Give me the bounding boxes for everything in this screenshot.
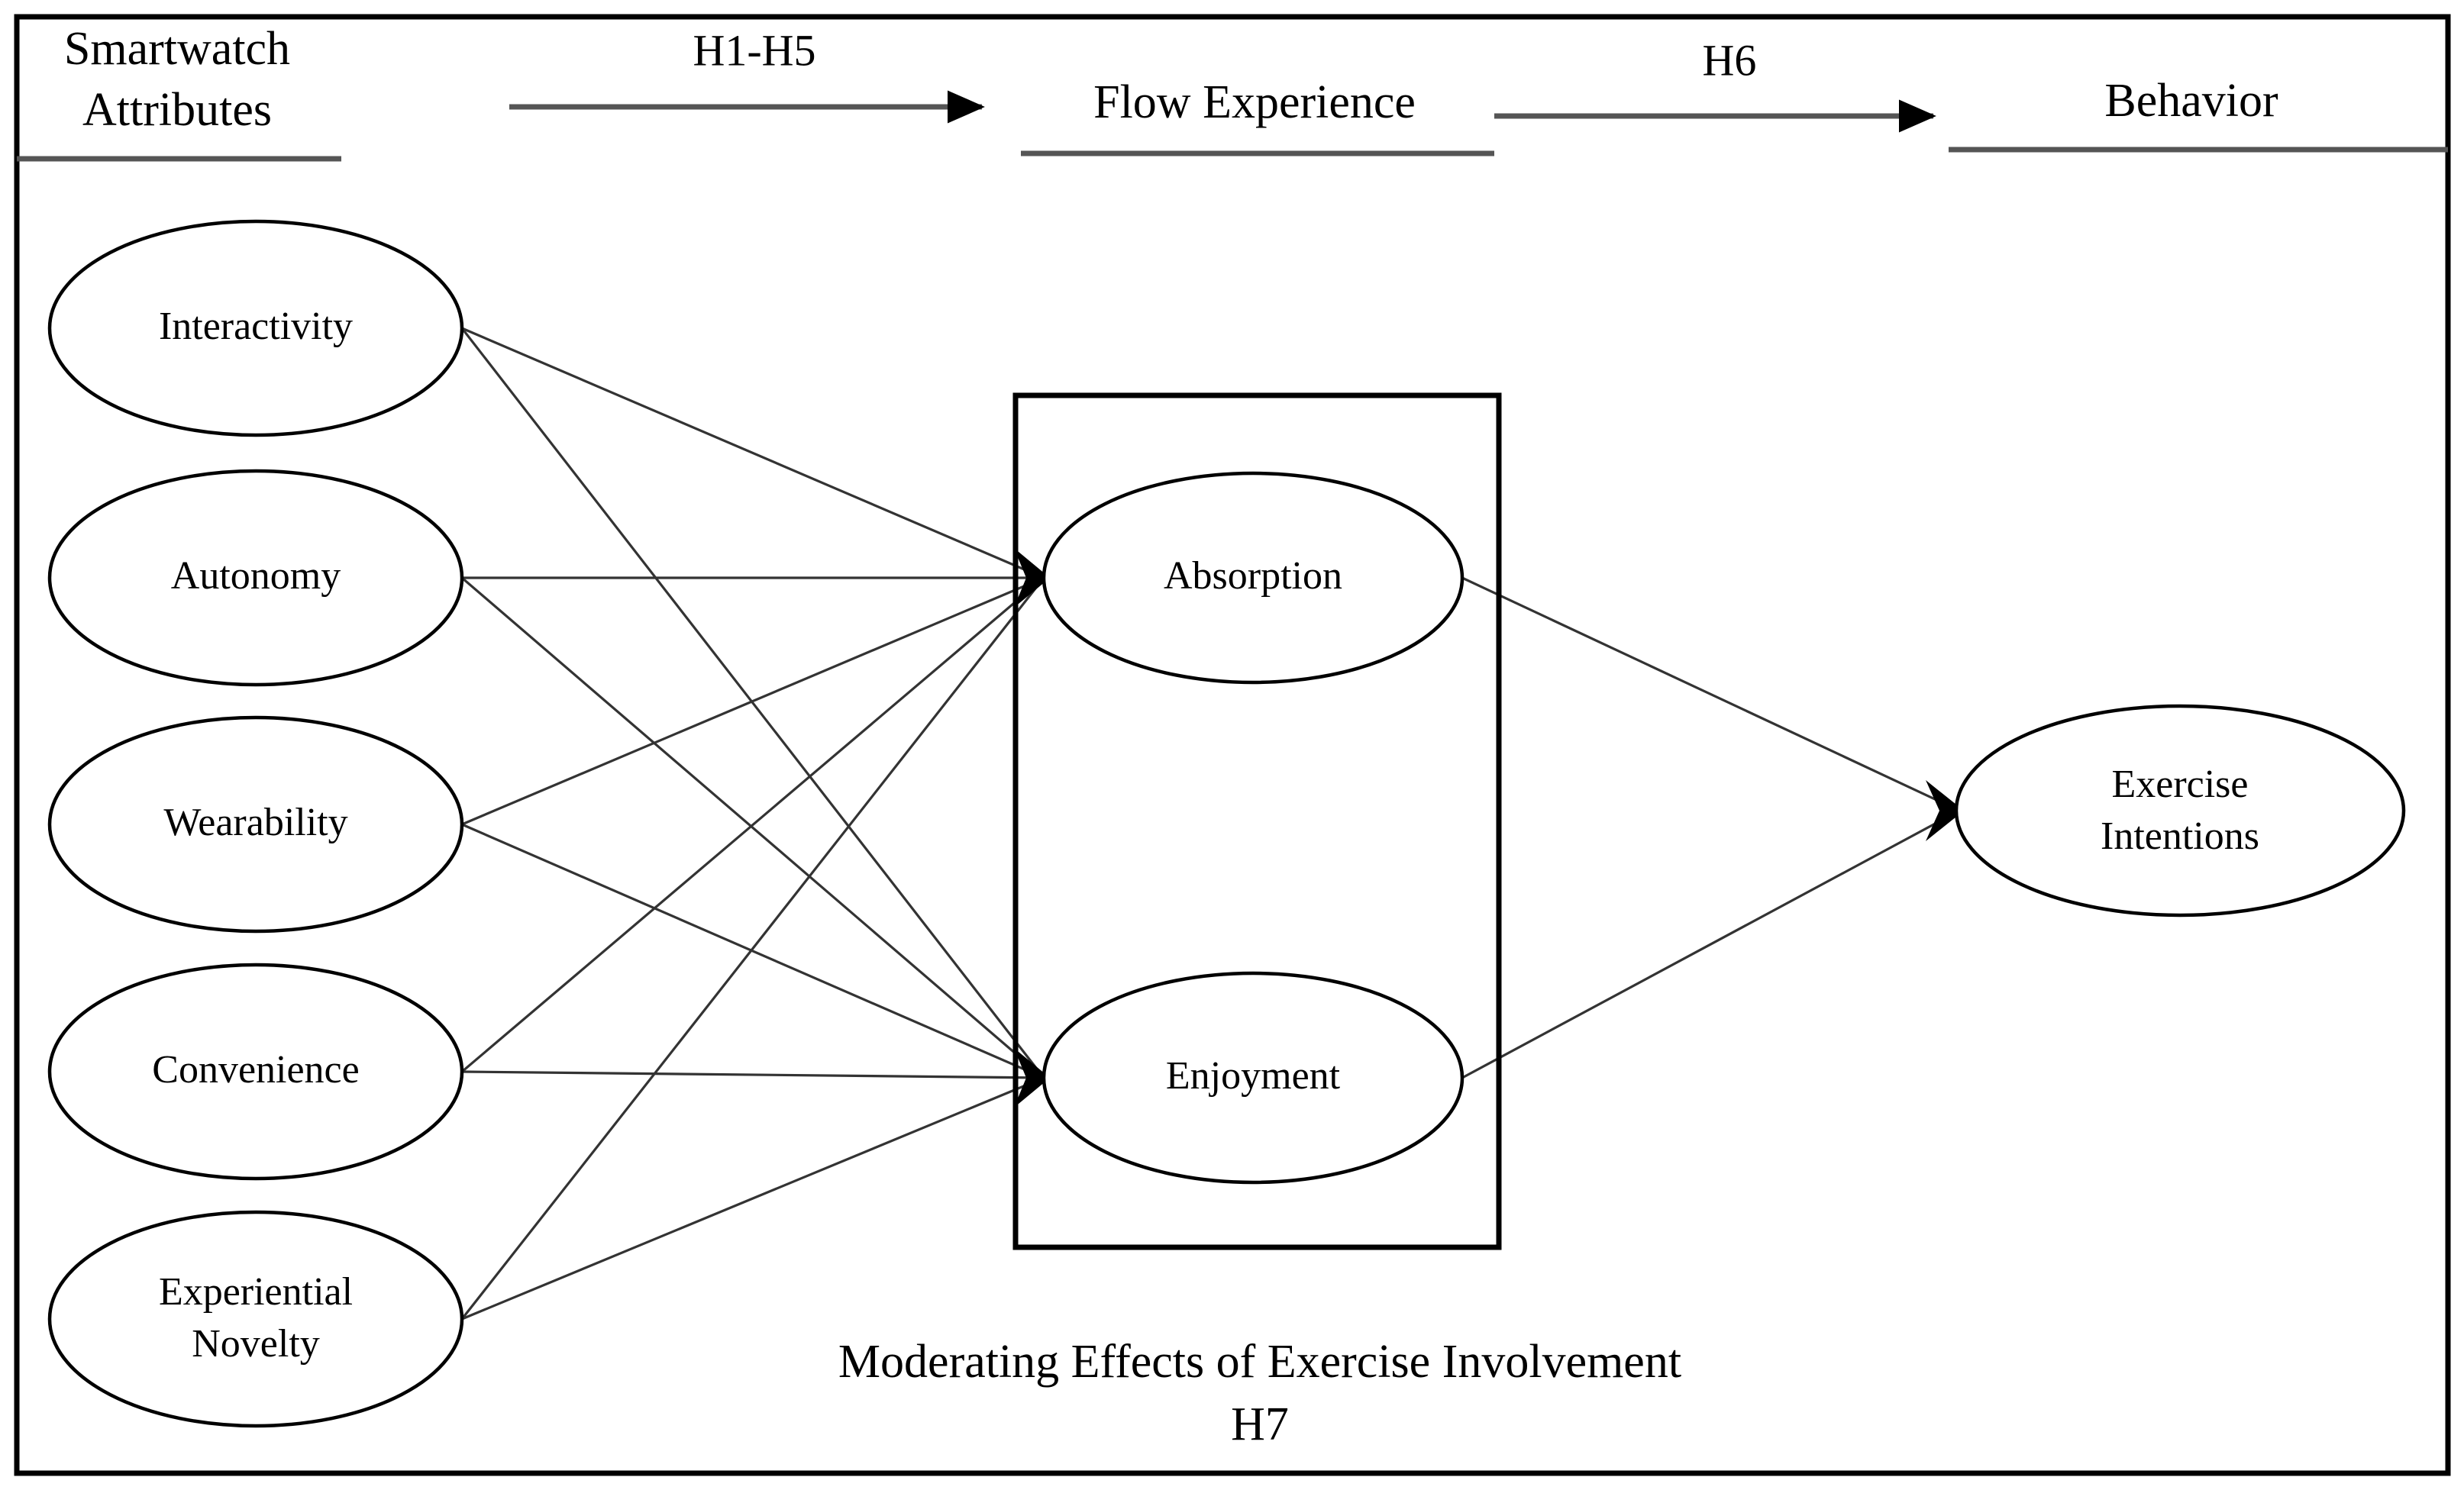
path-convenience-to-enjoyment xyxy=(461,1070,1045,1079)
arrowhead-into-absorption xyxy=(1014,548,1050,608)
node-shape-interactivity xyxy=(47,219,464,437)
band-label-mediator: Flow Experience xyxy=(1093,76,1416,128)
moderator-caption-line1: Moderating Effects of Exercise Involveme… xyxy=(838,1336,1681,1388)
path-experiential-novelty-to-enjoyment xyxy=(461,1076,1045,1321)
arrowhead-into-exercise-intentions xyxy=(1926,780,1964,841)
node-convenience: Convenience xyxy=(47,963,464,1181)
node-label-convenience: Convenience xyxy=(152,1048,359,1092)
path-autonomy-to-enjoyment xyxy=(460,576,1045,1079)
band-label-outcome: Behavior xyxy=(2104,75,2278,127)
node-interactivity: Interactivity xyxy=(47,219,464,437)
path-wearability-to-enjoyment xyxy=(461,823,1045,1079)
path-experiential-novelty-to-absorption xyxy=(460,577,1045,1320)
path-convenience-to-absorption xyxy=(460,576,1045,1073)
node-label-wearability: Wearability xyxy=(163,801,347,844)
node-wearability: Wearability xyxy=(47,715,464,934)
path-absorption-to-exercise-intentions xyxy=(1461,576,1960,812)
moderator-caption-line2: H7 xyxy=(1231,1398,1289,1450)
node-enjoyment: Enjoyment xyxy=(1041,971,1465,1185)
node-label-enjoyment: Enjoyment xyxy=(1166,1054,1341,1098)
hypothesis-label-h6: H6 xyxy=(1703,35,1757,85)
node-label-exercise-intentions-line1: Exercise xyxy=(2111,763,2248,806)
arrowhead-into-enjoyment xyxy=(1014,1048,1050,1108)
node-shape-convenience xyxy=(47,963,464,1181)
node-label-absorption: Absorption xyxy=(1164,554,1342,598)
band-label-antecedents-line2: Attributes xyxy=(82,84,272,136)
node-shape-absorption xyxy=(1041,471,1465,685)
node-shape-exercise-intentions xyxy=(1954,704,2406,918)
hypothesis-label-h1-h5: H1-H5 xyxy=(693,25,815,75)
node-autonomy: Autonomy xyxy=(47,469,464,687)
node-exercise-intentions: Exercise Intentions xyxy=(1954,704,2406,918)
node-shape-autonomy xyxy=(47,469,464,687)
path-interactivity-to-enjoyment xyxy=(460,327,1045,1079)
node-shape-experiential-novelty xyxy=(47,1210,464,1428)
node-shape-wearability xyxy=(47,715,464,934)
path-interactivity-to-absorption xyxy=(461,327,1045,579)
node-label-exercise-intentions-line2: Intentions xyxy=(2101,814,2259,858)
node-label-autonomy: Autonomy xyxy=(171,554,341,598)
node-shape-enjoyment xyxy=(1041,971,1465,1185)
node-label-experiential-novelty-line2: Novelty xyxy=(192,1322,320,1366)
band-label-antecedents-line1: Smartwatch xyxy=(64,23,290,75)
path-enjoyment-to-exercise-intentions xyxy=(1461,809,1960,1079)
flow-experience-box xyxy=(1012,392,1502,1250)
node-label-interactivity: Interactivity xyxy=(159,305,353,348)
node-label-experiential-novelty-line1: Experiential xyxy=(159,1270,353,1314)
node-experiential-novelty: Experiential Novelty xyxy=(47,1210,464,1428)
node-absorption: Absorption xyxy=(1041,471,1465,685)
figure-border xyxy=(14,14,2451,1476)
